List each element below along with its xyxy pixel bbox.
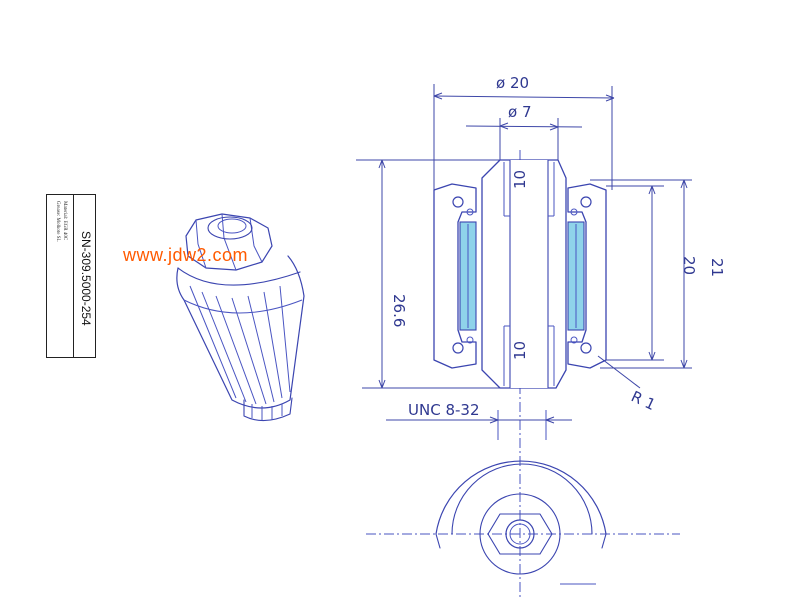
part-number: SN-309.5000-254 bbox=[79, 231, 93, 326]
end-view bbox=[366, 460, 680, 585]
total-height-label: 26.6 bbox=[390, 294, 408, 327]
dimension-lines: ø 20 ø 7 26.6 20 21 UNC 8-32 bbox=[356, 74, 726, 424]
title-block-part: SN-309.5000-254 bbox=[77, 195, 95, 359]
inner-height-label: 20 bbox=[680, 256, 698, 275]
depth-top-label: 10 bbox=[511, 170, 529, 189]
isometric-sketch bbox=[176, 213, 305, 422]
thread-label: UNC 8-32 bbox=[408, 401, 479, 419]
watermark-text: www.jdw2.com bbox=[123, 245, 249, 265]
title-block: Material: EGR 40C Grease: Molkote SL SN-… bbox=[46, 194, 96, 358]
section-view: 10 10 R 1 bbox=[433, 150, 658, 600]
title-block-divider bbox=[73, 195, 74, 357]
title-block-notes: Material: EGR 40C Grease: Molkote SL bbox=[49, 195, 73, 359]
outer-height-label: 21 bbox=[708, 258, 726, 277]
depth-bottom-label: 10 bbox=[511, 341, 529, 360]
outer-diameter-label: ø 20 bbox=[496, 74, 529, 92]
material-note: Material: EGR 40C bbox=[62, 201, 67, 241]
grease-note: Grease: Molkote SL bbox=[55, 201, 60, 242]
radius-label: R 1 bbox=[628, 387, 658, 414]
bore-diameter-label: ø 7 bbox=[508, 103, 532, 121]
